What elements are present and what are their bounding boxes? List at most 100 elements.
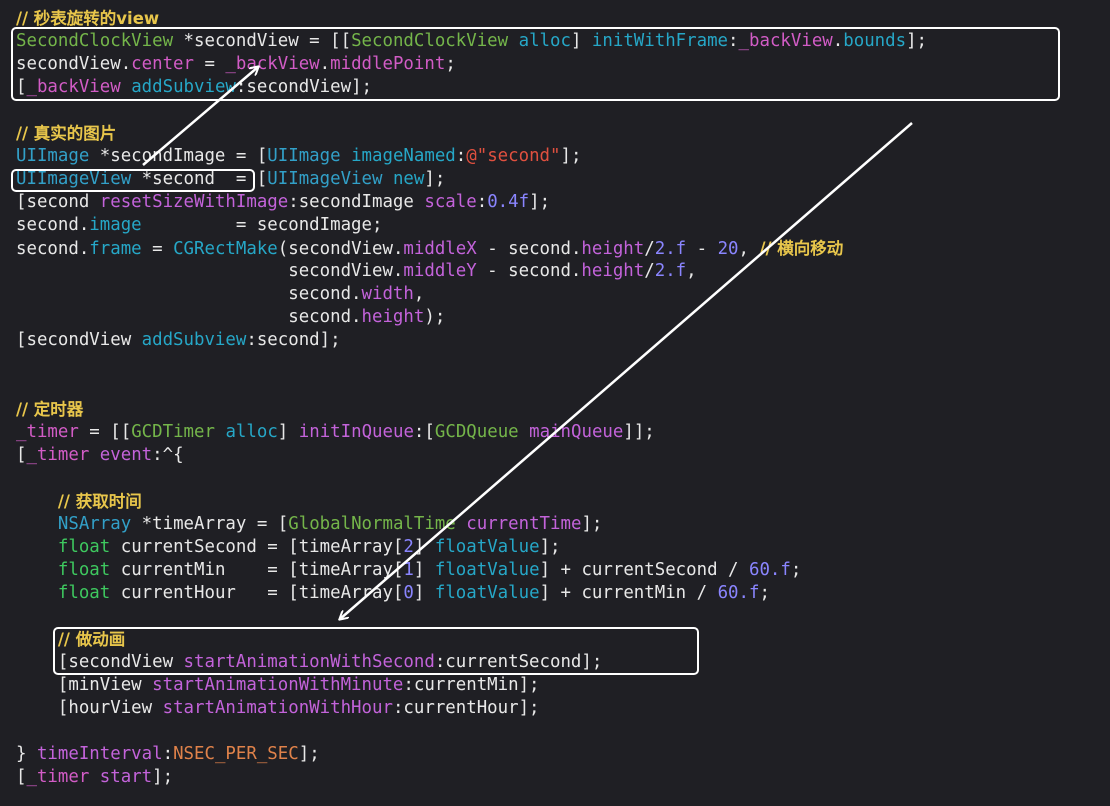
highlight-box-second-declaration <box>11 169 255 192</box>
code-token: [ <box>16 77 27 97</box>
code-token: CGRectMake <box>173 239 278 259</box>
code-token: 2.f <box>654 239 687 259</box>
code-line: // 真实的图片 <box>16 122 116 145</box>
code-line: float currentHour = [timeArray[0] floatV… <box>16 582 770 605</box>
code-token: 1 <box>403 560 414 580</box>
code-token: *second = [ <box>131 169 268 189</box>
code-token: ]; <box>581 514 603 534</box>
code-token: [ <box>16 767 27 787</box>
code-token: UIImageView <box>267 169 383 189</box>
code-token: [second <box>16 192 100 212</box>
code-token: startAnimationWithMinute <box>152 675 404 695</box>
code-token: 2 <box>403 537 414 557</box>
code-token: imageNamed <box>351 146 456 166</box>
code-line: _timer = [[GCDTimer alloc] initInQueue:[… <box>16 421 655 444</box>
code-token: ]; <box>560 146 582 166</box>
code-token: width <box>361 284 414 304</box>
code-token: ]; <box>539 537 561 557</box>
code-token: ); <box>424 307 446 327</box>
code-line: SecondClockView *secondView = [[SecondCl… <box>16 30 927 53</box>
code-token <box>341 146 351 166</box>
code-token: height <box>581 261 645 281</box>
code-token: UIImageView <box>16 169 132 189</box>
code-token: 2.f <box>654 261 687 281</box>
code-token: . <box>319 54 331 74</box>
code-token: ] <box>277 422 299 442</box>
code-token: floatValue <box>434 583 540 603</box>
code-token: 0.4f <box>487 192 530 212</box>
code-token: ] + currentMin / <box>539 583 718 603</box>
code-token <box>16 514 58 534</box>
code-token: ; <box>759 583 770 603</box>
code-comment: // 定时器 <box>16 400 84 419</box>
code-comment: // 真实的图片 <box>16 124 117 143</box>
code-token <box>16 560 58 580</box>
code-comment: // 做动画 <box>57 630 126 649</box>
code-token: :currentHour]; <box>392 698 540 718</box>
code-token: :[ <box>413 422 435 442</box>
code-line: [hourView startAnimationWithHour:current… <box>16 697 540 720</box>
code-token: [ <box>16 445 27 465</box>
code-line: [_timer event:^{ <box>16 444 184 467</box>
code-line: // 秒表旋转的view <box>16 7 159 30</box>
code-token: *secondView = [[ <box>173 31 352 51</box>
code-token: :currentMin]; <box>403 675 540 695</box>
code-token: (secondView. <box>277 239 404 259</box>
code-token: mainQueue <box>529 422 624 442</box>
code-line: // 做动画 <box>16 628 125 651</box>
code-token <box>16 492 58 512</box>
code-token: startAnimationWithHour <box>162 698 393 718</box>
code-token: [minView <box>16 675 153 695</box>
code-token: : <box>476 192 488 212</box>
code-token: _timer <box>26 445 90 465</box>
code-token: :currentSecond]; <box>434 652 603 672</box>
code-token: ; <box>790 560 802 580</box>
code-token: currentHour = [timeArray[ <box>110 583 404 603</box>
code-token: currentMin = [timeArray[ <box>110 560 404 580</box>
code-token: , <box>413 284 425 304</box>
code-token: = [[ <box>78 422 132 442</box>
code-line: [secondView addSubview:second]; <box>16 329 341 352</box>
code-token: UIImage <box>267 146 341 166</box>
code-token: ]; <box>152 767 174 787</box>
code-token: middlePoint <box>330 54 446 74</box>
code-token: event <box>99 445 153 465</box>
code-token: addSubview <box>141 330 247 350</box>
code-token: :^{ <box>152 445 184 465</box>
code-comment: // 获取时间 <box>57 492 142 511</box>
code-token <box>456 514 466 534</box>
highlight-box-animation-call <box>53 627 699 675</box>
code-token: timeInterval <box>36 744 163 764</box>
code-token: ]; <box>424 169 446 189</box>
code-token: ; <box>445 54 456 74</box>
code-line: } timeInterval:NSEC_PER_SEC]; <box>16 743 320 766</box>
code-token: :secondImage <box>288 192 425 212</box>
code-token: ] + currentSecond / <box>539 560 749 580</box>
code-comment: // 秒表旋转的view <box>16 9 160 28</box>
code-token <box>382 169 392 189</box>
code-token: SecondClockView <box>351 31 509 51</box>
code-token <box>519 422 529 442</box>
code-line: float currentMin = [timeArray[1] floatVa… <box>16 559 801 582</box>
code-token <box>89 445 99 465</box>
code-token: initInQueue <box>298 422 414 442</box>
code-token: resetSizeWithImage <box>99 192 289 212</box>
code-token: secondView. <box>16 261 404 281</box>
code-token: scale <box>424 192 477 212</box>
code-token: GCDQueue <box>434 422 519 442</box>
code-token: . <box>832 31 844 51</box>
code-token: float <box>57 537 111 557</box>
code-token <box>89 767 99 787</box>
code-token: _timer <box>16 422 79 442</box>
code-token: height <box>361 307 425 327</box>
code-token: - second. <box>476 261 582 281</box>
code-token: height <box>581 239 645 259</box>
code-token: _backView <box>738 31 833 51</box>
code-token: [secondView <box>16 330 142 350</box>
code-token: 60.f <box>717 583 760 603</box>
code-token: startAnimationWithSecond <box>183 652 435 672</box>
code-token: ] <box>413 583 435 603</box>
code-token: middleY <box>403 261 477 281</box>
code-token: - second. <box>476 239 582 259</box>
